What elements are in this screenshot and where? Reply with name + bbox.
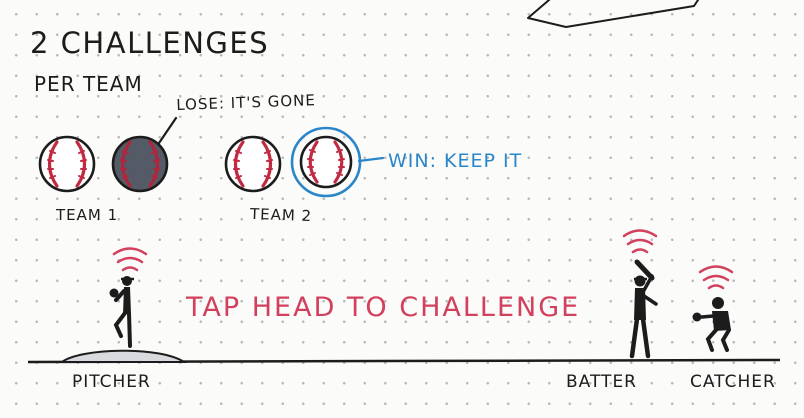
- batter-figure-icon: [632, 262, 656, 356]
- pitcher-label: PITCHER: [72, 372, 151, 392]
- home-plate-sketch: [528, 0, 702, 27]
- lose-pointer-line: [157, 118, 176, 146]
- subtitle: PER TEAM: [34, 72, 143, 96]
- pitchers-mound: [62, 351, 184, 362]
- team1-label: TEAM 1: [56, 206, 118, 224]
- win-label: WIN: KEEP IT: [388, 150, 522, 172]
- pitcher-figure-icon: [110, 276, 135, 346]
- catcher-signal-icon: [700, 267, 732, 289]
- team1-ball-used-icon: [113, 137, 167, 191]
- batter-label: BATTER: [566, 372, 637, 392]
- team2-ball-available-icon: [226, 137, 280, 191]
- win-pointer-line: [359, 158, 383, 161]
- catcher-label: CATCHER: [690, 372, 776, 392]
- team1-ball-available-icon: [40, 137, 94, 191]
- catcher-figure-icon: [693, 297, 732, 350]
- batter-signal-icon: [624, 231, 656, 253]
- team2-ball-kept-icon: [292, 128, 360, 196]
- team2-label: TEAM 2: [250, 205, 313, 225]
- challenge-instruction: TAP HEAD TO CHALLENGE: [186, 292, 580, 323]
- pitcher-signal-icon: [114, 249, 146, 271]
- title: 2 CHALLENGES: [30, 26, 269, 60]
